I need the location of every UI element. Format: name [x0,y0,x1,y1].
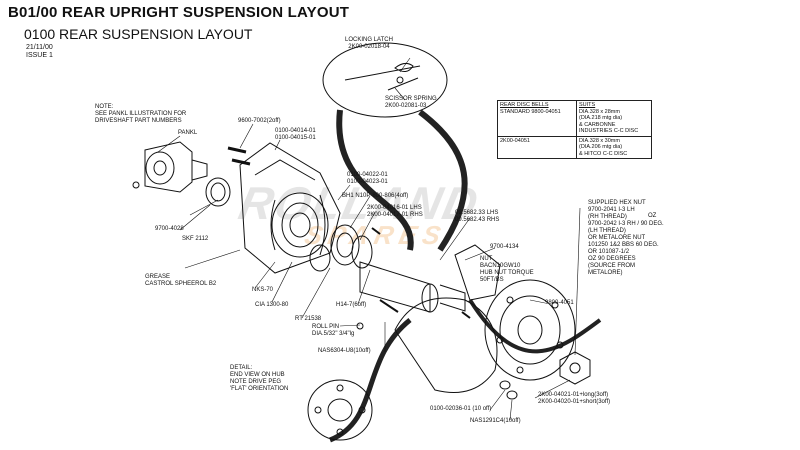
label-nas1291: NAS1291C4(10off) [470,418,521,424]
label-2k00-04016: 2K00-04016-01 LHS 2K00-04017-01 RHS [367,205,423,218]
label-9800-4051: 9800-4051 [545,300,574,306]
upright-body [239,142,341,274]
date-text: 21/11/00 [26,44,53,51]
page-title: B01/00 REAR UPRIGHT SUSPENSION LAYOUT [8,4,350,21]
table-cell-text: (DIA.206 mtg dia) [579,144,623,150]
label-2k00-04021: 2K00-04021-01+long(3off) 2K00-04020-01+s… [538,392,611,405]
label-grease: GREASE CASTROL SPHEEROL B2 [145,274,217,287]
table-cell: 2K00-04051 [498,136,577,158]
table-cell-text: & HITCO C-C DISC [579,150,628,157]
connector-curve-4 [468,298,602,354]
label-09-5682: 09.5682.33 LHS 09.5682.43 RHS [455,210,500,223]
label-9600-7002: 9600-7002(2off) [238,118,281,124]
table-cell-text: DIA.328 x 28mm [579,108,620,115]
label-0100-04022: 0100-04022-01 0100-04023-01 [347,172,388,185]
table-cell: SUITS DIA.328 x 28mm (DIA.218 mtg dia) &… [577,101,651,136]
table-cell-text: (DIA.218 mtg dia) [579,115,623,121]
connector-curve-1 [336,109,414,251]
label-h14: H14-7(6off) [336,302,367,308]
label-oz: OZ [648,213,657,219]
detail-note: DETAIL: END VIEW ON HUB NOTE DRIVE PEG '… [230,365,289,392]
label-0100-02036: 0100-02036-01 (10 off) [430,406,492,412]
table-row: REAR DISC BELLS STANDARD 9800-04051 SUIT… [498,101,651,137]
table-cell: REAR DISC BELLS STANDARD 9800-04051 [498,101,577,136]
table-cell-text: & CARBONNE [579,121,616,128]
page-subtitle: 0100 REAR SUSPENSION LAYOUT [24,26,253,42]
table-cell-text: STANDARD 9800-04051 [500,108,561,115]
table-cell-text: 2K00-04051 [500,137,530,144]
label-nas6304: NAS6304-U8(10off) [318,348,371,354]
label-pankl: PANKL [178,130,198,136]
label-roll-pin: ROLL PIN DIA.5/32" 3/4"lg [312,324,355,337]
end-view-detail [307,379,373,441]
table-row: 2K00-04051 DIA.328 x 30mm (DIA.206 mtg d… [498,136,651,159]
caliper-bracket [454,244,501,301]
table-cell: DIA.328 x 30mm (DIA.206 mtg dia) & HITCO… [577,137,651,159]
label-0100-04014: 0100-04014-01 0100-04015-01 [275,128,316,141]
stub-axle [359,261,431,313]
rear-disc-bells-table: REAR DISC BELLS STANDARD 9800-04051 SUIT… [497,100,652,159]
issue-text: ISSUE 1 [26,52,53,59]
label-scissor-spring: SCISSOR SPRING 2K00-02081-03 [385,96,437,109]
table-cell-text: DIA.328 x 30mm [579,137,620,144]
connector-curve-2 [418,109,468,252]
driveshaft-note: NOTE: SEE PANKL ILLUSTRATION FOR DRIVESH… [95,104,187,124]
label-rt: RT 21538 [295,316,322,322]
connector-curve-3 [329,318,412,443]
table-header: REAR DISC BELLS [500,102,549,108]
table-cell-text: INDUSTRIES C-C DISC [579,128,639,134]
label-cia: CIA 1300-80 [255,302,289,308]
label-bh1: BH1 N10P-800-806(4off) [342,193,409,199]
table-header: SUITS [579,102,596,108]
backing-plate [394,297,498,393]
label-nut-note: NUT BACN10GW10 HUB NUT TORQUE 50FT/BS [480,256,534,283]
label-9700-4134: 9700-4134 [490,244,519,250]
label-supplied-hex-nut: SUPPLIED HEX NUT 9700-2041 I-3 LH (RH TH… [588,200,664,276]
label-9700-4028: 9700-4028 [155,226,184,232]
label-locking-latch: LOCKING LATCH 2K00-02018-04 [345,37,393,50]
hex-nut [559,351,591,385]
pankl-flange [132,141,208,193]
latch-detail-circle [322,42,448,118]
label-nks: NKS-70 [252,287,274,293]
label-skf: SKF 2112 [182,236,209,242]
hub-disc-bell [484,279,576,381]
